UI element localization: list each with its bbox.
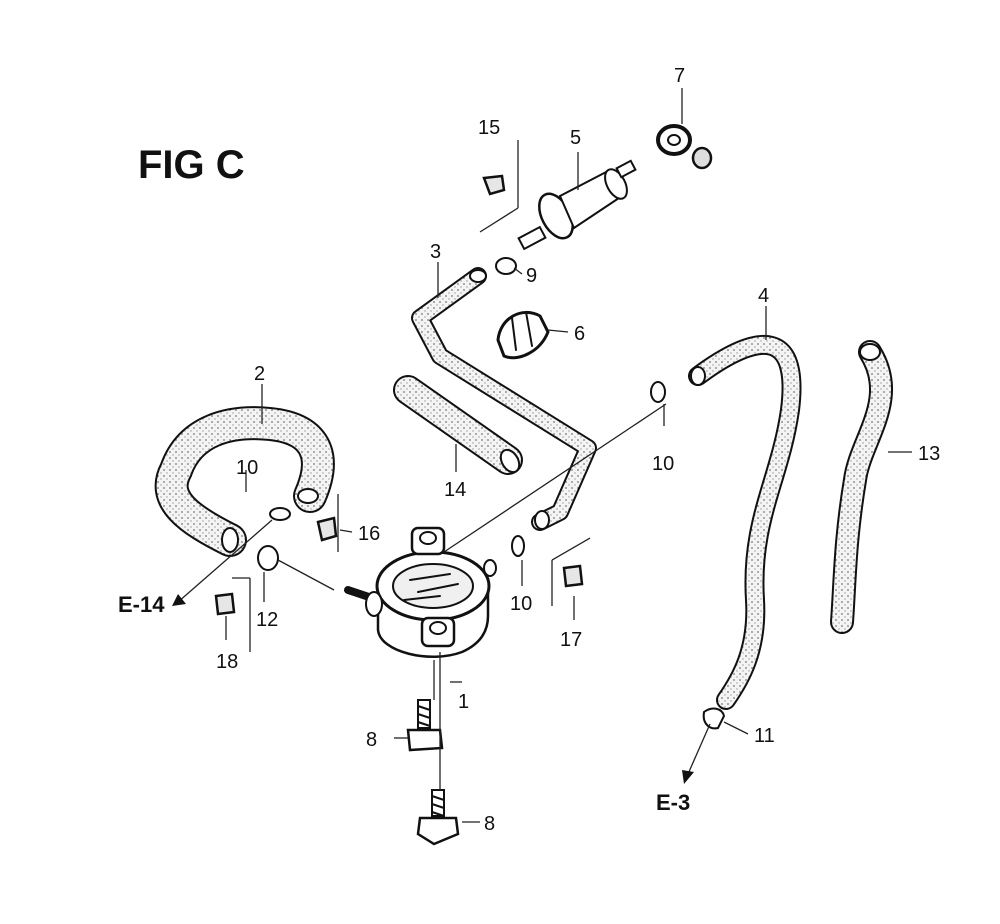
ref-e3: E-3 (656, 790, 690, 815)
clip-18 (214, 592, 236, 616)
bolt-8-lower (416, 789, 460, 846)
callout-15: 15 (478, 117, 500, 139)
clip-17 (562, 564, 584, 588)
figure-title: FIG C (138, 143, 245, 187)
callout-10-left: 10 (236, 457, 258, 479)
callout-2: 2 (254, 363, 265, 385)
clamp-11 (702, 707, 726, 730)
callout-13: 13 (918, 443, 940, 465)
holder-6 (496, 310, 550, 360)
clamp-12 (257, 545, 279, 571)
clamp-10-upper (650, 381, 666, 403)
callout-7: 7 (674, 65, 685, 87)
hose-3 (411, 267, 597, 531)
clamp-10-right (511, 535, 525, 557)
callout-5: 5 (570, 127, 581, 149)
callout-3: 3 (430, 241, 441, 263)
callout-12: 12 (256, 609, 278, 631)
callout-6: 6 (574, 323, 585, 345)
callout-17: 17 (560, 629, 582, 651)
leader-lines (172, 88, 912, 823)
clamp-10-left (269, 507, 291, 521)
clamp-9 (495, 257, 517, 275)
callout-16: 16 (358, 523, 380, 545)
ref-e14: E-14 (118, 592, 165, 617)
clip-15 (482, 174, 506, 196)
hose-4 (688, 335, 802, 710)
callout-18: 18 (216, 651, 238, 673)
callout-1: 1 (458, 691, 469, 713)
strainer-1 (344, 526, 497, 658)
callout-14: 14 (444, 479, 466, 501)
hose-13 (830, 340, 893, 634)
callout-11: 11 (754, 725, 775, 747)
callout-8-upper: 8 (366, 729, 377, 751)
grommet-7 (656, 124, 713, 170)
callout-10-upper: 10 (652, 453, 674, 475)
callout-8-lower: 8 (484, 813, 495, 835)
bolt-8-upper (406, 699, 444, 752)
callout-4: 4 (758, 285, 769, 307)
callout-10-right: 10 (510, 593, 532, 615)
callout-9: 9 (526, 265, 537, 287)
hose-2 (154, 406, 335, 557)
fuel-filter-5 (517, 159, 637, 251)
clip-16 (316, 516, 338, 542)
hose-14 (393, 375, 523, 475)
